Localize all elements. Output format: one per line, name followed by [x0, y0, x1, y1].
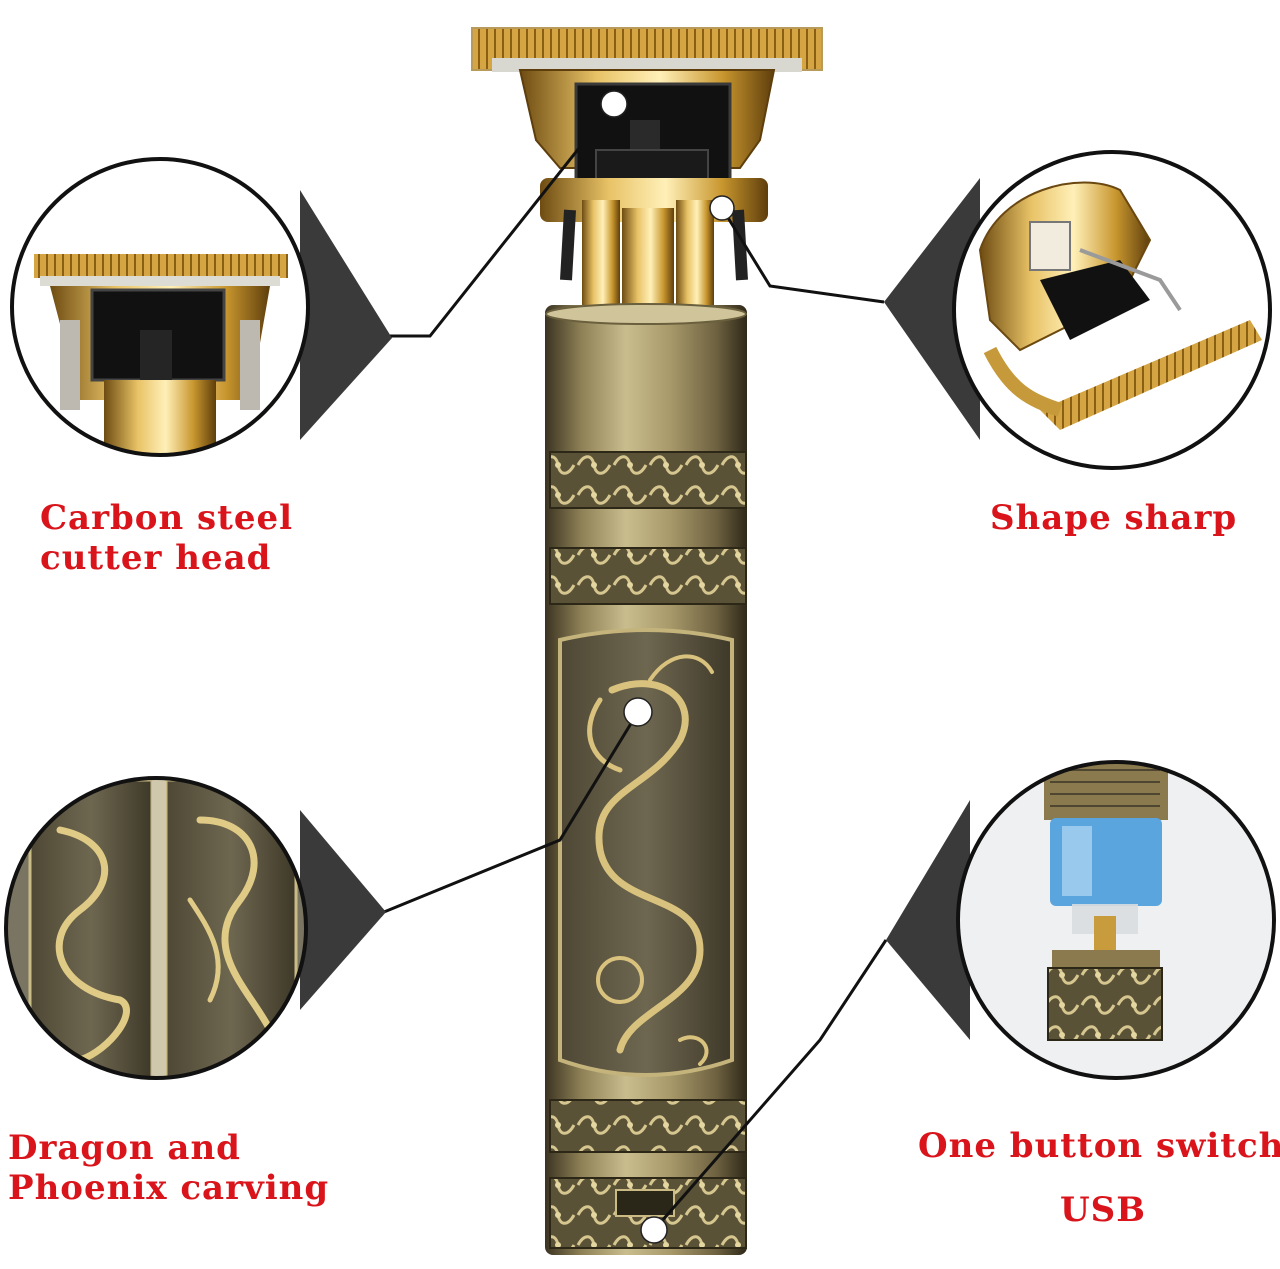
detail-circle-dragon-phoenix — [4, 776, 308, 1080]
callout-label-one-button: One button switch — [918, 1126, 1280, 1166]
dragon-relief — [587, 654, 714, 1066]
trimmer-body — [471, 27, 823, 1255]
pointer-dots — [600, 90, 735, 1244]
detail-circle-usb-switch — [956, 760, 1276, 1080]
one-button-line2: USB — [1060, 1190, 1146, 1230]
callout-label-carbon-steel: Carbon steel cutter head — [40, 498, 293, 578]
carbon-steel-line2: cutter head — [40, 538, 272, 578]
shape-sharp-line1: Shape sharp — [990, 498, 1238, 538]
callout-label-shape-sharp: Shape sharp — [990, 498, 1237, 538]
callout-label-usb: USB — [1060, 1190, 1146, 1230]
dragon-phoenix-line2: Phoenix carving — [8, 1168, 330, 1208]
callout-label-dragon-phoenix: Dragon and Phoenix carving — [8, 1128, 329, 1208]
carbon-steel-line1: Carbon steel — [40, 498, 294, 538]
detail-circle-cutter-head — [10, 157, 310, 457]
detail-circle-shape-sharp — [952, 150, 1272, 470]
callout-wedges — [300, 178, 980, 1040]
dragon-phoenix-line1: Dragon and — [8, 1128, 241, 1168]
one-button-line1: One button switch — [918, 1126, 1280, 1166]
pointer-lines — [383, 103, 888, 1231]
